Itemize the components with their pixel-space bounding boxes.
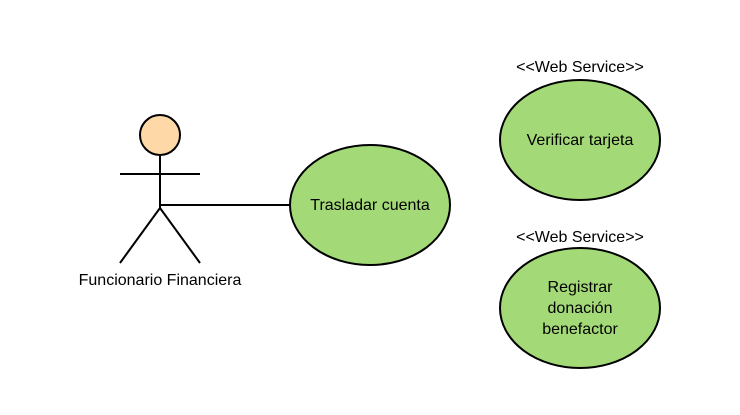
use-case-registrar-ellipse[interactable] bbox=[499, 247, 661, 369]
use-case-verificar-ellipse[interactable] bbox=[499, 79, 661, 201]
use-case-registrar-label: Registrar donación benefactor bbox=[542, 278, 618, 338]
actor-head bbox=[139, 114, 181, 156]
actor-right-leg bbox=[159, 207, 201, 264]
use-case-trasladar-ellipse[interactable] bbox=[289, 144, 451, 266]
actor-left-leg bbox=[119, 207, 161, 264]
use-case-trasladar-label: Trasladar cuenta bbox=[310, 196, 430, 214]
use-case-verificar-label: Verificar tarjeta bbox=[526, 131, 634, 149]
actor-figure[interactable] bbox=[119, 114, 201, 264]
stereotype-registrar: <<Web Service>> bbox=[516, 229, 644, 246]
stereotype-verificar: <<Web Service>> bbox=[516, 59, 644, 76]
actor-name: Funcionario Financiera bbox=[78, 272, 242, 289]
